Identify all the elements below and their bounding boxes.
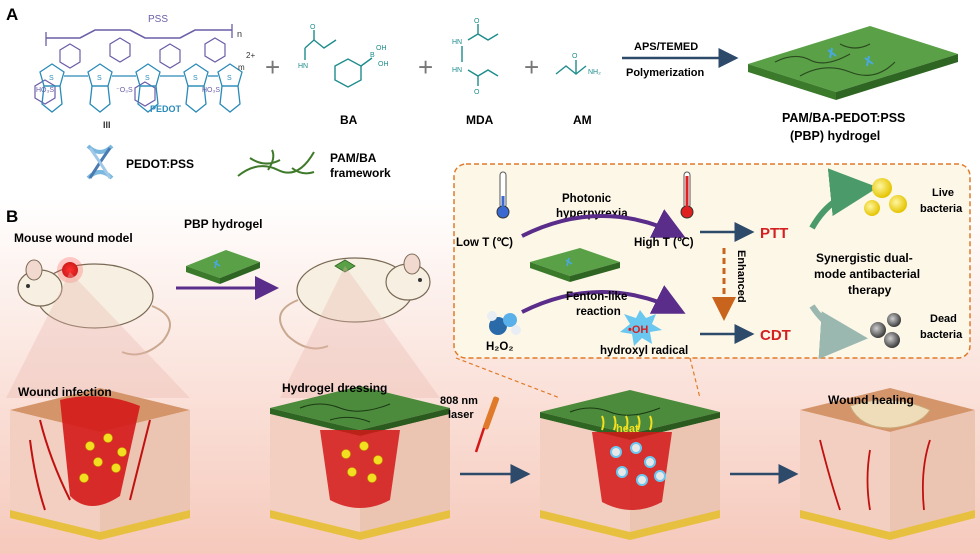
laser-pointer-icon bbox=[474, 396, 500, 453]
legend-pedot-label: PEDOT:PSS bbox=[126, 157, 194, 171]
svg-text:HO₃S: HO₃S bbox=[202, 87, 220, 94]
am-molecule bbox=[555, 60, 587, 75]
dead-line1: Dead bbox=[930, 313, 957, 325]
ba-molecule bbox=[304, 30, 373, 88]
n-subscript: n bbox=[237, 29, 242, 39]
plus-sign-3: + bbox=[524, 52, 539, 82]
mouse-model-label: Mouse wound model bbox=[14, 231, 133, 245]
skin-block-healed bbox=[800, 388, 975, 540]
dead-line2: bacteria bbox=[920, 329, 963, 341]
hydrogel-piece-icon bbox=[186, 250, 260, 284]
svg-text:HN: HN bbox=[452, 39, 462, 46]
mouse-with-dressing bbox=[279, 253, 431, 350]
cdt-label: CDT bbox=[760, 327, 791, 344]
laser-line2: laser bbox=[448, 409, 474, 421]
skin-block-treatment bbox=[540, 390, 720, 540]
ptt-label: PTT bbox=[760, 225, 788, 242]
mda-molecule bbox=[461, 24, 499, 86]
svg-text:S: S bbox=[97, 75, 102, 82]
synergy-line1: Synergistic dual- bbox=[816, 251, 913, 265]
reagent-mda: MDA bbox=[466, 113, 494, 127]
live-bacteria-icon bbox=[864, 178, 907, 216]
svg-text:NH₂: NH₂ bbox=[588, 69, 601, 76]
product-name-line2: (PBP) hydrogel bbox=[790, 129, 880, 143]
photonic-line1: Photonic bbox=[562, 193, 612, 205]
radical-burst-icon bbox=[620, 310, 662, 346]
arrow-top-text: APS/TEMED bbox=[634, 41, 698, 53]
cold-thermometer-icon bbox=[496, 171, 510, 219]
live-line2: bacteria bbox=[920, 203, 963, 215]
central-hydrogel-icon bbox=[530, 248, 620, 282]
legend-pedot-icon bbox=[86, 144, 114, 180]
svg-text:OH: OH bbox=[378, 61, 389, 68]
legend-framework-line1: PAM/BA bbox=[330, 151, 377, 165]
oh-radical-label: •OH bbox=[628, 324, 648, 336]
svg-text:O: O bbox=[474, 89, 480, 96]
zoom-line-left bbox=[455, 357, 561, 399]
pbp-hydrogel-slab bbox=[748, 26, 958, 100]
pedot-label: PEDOT bbox=[150, 104, 182, 114]
svg-text:HO₃S: HO₃S bbox=[36, 87, 54, 94]
svg-text:O: O bbox=[572, 53, 578, 60]
synergy-line3: therapy bbox=[848, 283, 892, 297]
svg-text:HN: HN bbox=[298, 63, 308, 70]
pss-label: PSS bbox=[148, 14, 168, 25]
heat-label: heat bbox=[616, 423, 639, 435]
svg-text:O: O bbox=[310, 24, 316, 31]
svg-text:O: O bbox=[474, 18, 480, 25]
laser-line1: 808 nm bbox=[440, 395, 478, 407]
dead-bacteria-icon bbox=[870, 313, 901, 348]
hydroxyl-label: hydroxyl radical bbox=[600, 345, 688, 357]
arrow-bottom-text: Polymerization bbox=[626, 67, 705, 79]
hot-thermometer-icon bbox=[680, 171, 694, 219]
synergy-line2: mode antibacterial bbox=[814, 267, 920, 281]
fenton-arrow bbox=[521, 285, 686, 314]
skin-block-dressing bbox=[270, 386, 450, 540]
product-name-line1: PAM/BA-PEDOT:PSS bbox=[782, 111, 905, 125]
plus-sign-1: + bbox=[265, 52, 280, 82]
hydrogel-dressing-label: Hydrogel dressing bbox=[282, 381, 387, 395]
panel-a-label: A bbox=[6, 5, 18, 24]
charge-label: 2+ bbox=[246, 51, 255, 60]
svg-text:HN: HN bbox=[452, 67, 462, 74]
projection-cone-2 bbox=[280, 266, 440, 398]
wound-infection-label: Wound infection bbox=[18, 385, 112, 399]
svg-text:S: S bbox=[193, 75, 198, 82]
reagent-am: AM bbox=[573, 113, 592, 127]
high-t-label: High T (℃) bbox=[634, 236, 694, 249]
svg-text:S: S bbox=[145, 75, 150, 82]
enhanced-label: Enhanced bbox=[735, 250, 747, 303]
pedot-pss-structure: PSS n S S bbox=[34, 14, 255, 130]
svg-text:S: S bbox=[49, 75, 54, 82]
roman-label: III bbox=[103, 120, 111, 130]
dead-bacteria-arrow bbox=[809, 304, 868, 360]
fenton-line1: Fenton-like bbox=[566, 291, 627, 303]
plus-sign-2: + bbox=[418, 52, 433, 82]
wound-healing-label: Wound healing bbox=[828, 393, 914, 407]
svg-text:S: S bbox=[227, 75, 232, 82]
mouse-with-wound bbox=[17, 257, 171, 356]
h2o2-label: H₂O₂ bbox=[486, 341, 513, 353]
svg-text:B: B bbox=[370, 52, 375, 59]
legend-framework-line2: framework bbox=[330, 166, 391, 180]
panel-b-label: B bbox=[6, 207, 18, 226]
pbp-hydrogel-label: PBP hydrogel bbox=[184, 217, 262, 231]
h2o2-molecule-icon bbox=[487, 311, 521, 335]
low-t-label: Low T (℃) bbox=[456, 236, 513, 249]
live-line1: Live bbox=[932, 187, 954, 199]
m-subscript: m bbox=[238, 63, 245, 72]
skin-block-infection bbox=[10, 388, 190, 540]
projection-cone-1 bbox=[6, 272, 190, 398]
svg-text:OH: OH bbox=[376, 45, 387, 52]
heating-arrow bbox=[521, 209, 686, 238]
svg-text:⁻O₃S: ⁻O₃S bbox=[116, 87, 133, 94]
legend-framework-icon bbox=[237, 149, 315, 177]
live-bacteria-arrow bbox=[809, 168, 878, 230]
reagent-ba: BA bbox=[340, 113, 358, 127]
fenton-line2: reaction bbox=[576, 306, 621, 318]
